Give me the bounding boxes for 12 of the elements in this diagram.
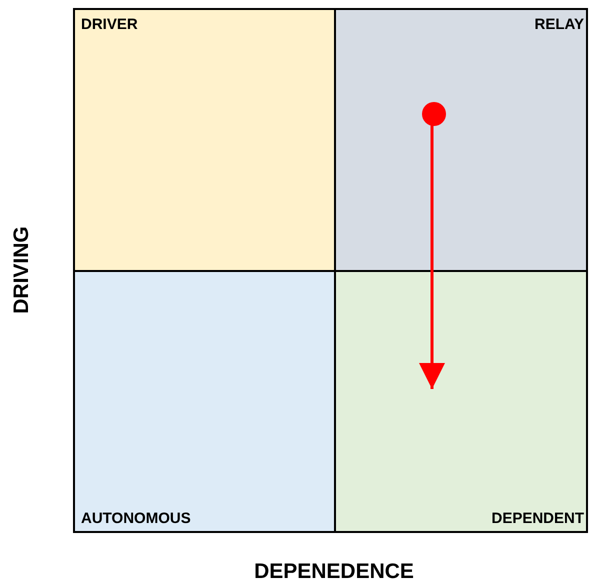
quadrant-box: [73, 8, 336, 272]
quadrant-box: [334, 270, 588, 533]
arrow: [419, 124, 445, 389]
quadrant-label: RELAY: [534, 16, 584, 33]
quadrant-label: AUTONOMOUS: [81, 510, 191, 527]
start-dot: [422, 102, 446, 126]
quadrant-label: DRIVER: [81, 16, 138, 33]
quadrant-label: DEPENDENT: [491, 510, 584, 527]
axis-label: DRIVING: [10, 226, 34, 314]
axis-label: DEPENEDENCE: [254, 560, 414, 584]
quadrant-box: [73, 270, 336, 533]
quadrant-box: [334, 8, 588, 272]
